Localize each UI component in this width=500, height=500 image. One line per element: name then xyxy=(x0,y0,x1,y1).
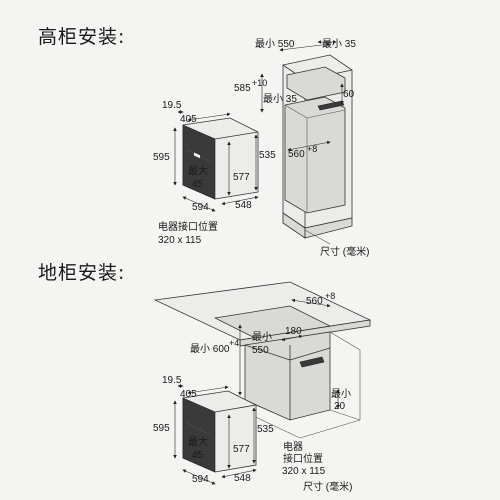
dim-60: 60 xyxy=(343,89,355,100)
tall-dim-595: 595 xyxy=(153,152,170,163)
base-dim-560: 560 xyxy=(306,296,323,307)
tall-max-val: 45 xyxy=(192,179,204,190)
base-unit-note: 尺寸 (毫米) xyxy=(303,480,352,493)
base-dim-595: 595 xyxy=(153,423,170,434)
tall-dim-405: 405 xyxy=(180,114,197,125)
base-dim-577: 577 xyxy=(233,444,250,455)
tall-dim-19-5: 19.5 xyxy=(162,100,182,111)
base-cabinet-dimensions: 560 +8 最小 550 180 最小 600 +4 最小 20 电器 接口位… xyxy=(190,291,352,493)
dim-min35-mid: 最小 35 xyxy=(263,93,297,105)
base-min550-l1: 最小 xyxy=(252,331,272,343)
base-min600: 最小 600 xyxy=(190,343,230,355)
base-min20-l2: 20 xyxy=(334,401,346,412)
dim-560-tol: +8 xyxy=(307,144,317,154)
base-dim-594: 594 xyxy=(192,474,209,485)
base-dim-405: 405 xyxy=(180,389,197,400)
base-max-val: 45 xyxy=(192,450,204,461)
tall-cabinet xyxy=(282,54,353,239)
tall-unit-note: 尺寸 (毫米) xyxy=(320,245,369,258)
base-dim-548: 548 xyxy=(234,473,251,484)
base-socket-l1: 电器 xyxy=(283,440,303,453)
base-min600-tol: +4 xyxy=(229,338,239,348)
dim-min550: 最小 550 xyxy=(255,38,295,50)
dim-585: 585 xyxy=(234,83,251,94)
base-dim-535: 535 xyxy=(257,424,274,435)
dim-560: 560 xyxy=(288,149,305,160)
tall-dim-577: 577 xyxy=(233,172,250,183)
base-dim-180: 180 xyxy=(285,326,302,337)
dim-585-tol: +10 xyxy=(252,78,267,88)
tall-socket-size: 320 x 115 xyxy=(158,235,202,246)
base-min20-l1: 最小 xyxy=(331,388,351,400)
tall-socket-label: 电器接口位置 xyxy=(158,220,218,233)
tall-dim-535: 535 xyxy=(259,150,276,161)
tall-cabinet-dimensions: 最小 550 最小 35 585 +10 最小 35 60 560 +8 尺寸 … xyxy=(234,38,369,258)
dim-min35-top: 最小 35 xyxy=(322,38,356,50)
base-cabinet-heading: 地柜安装: xyxy=(38,262,126,284)
tall-oven: 19.5 405 595 535 577 最大 45 594 548 电器接口位… xyxy=(153,100,276,246)
base-socket-size: 320 x 115 xyxy=(282,466,326,477)
base-dim-560-tol: +8 xyxy=(325,291,335,301)
base-min550-l2: 550 xyxy=(252,345,269,356)
tall-dim-594: 594 xyxy=(192,202,209,213)
base-socket-l2: 接口位置 xyxy=(283,452,323,465)
base-dim-19-5: 19.5 xyxy=(162,375,182,386)
tall-max-label: 最大 xyxy=(188,164,208,177)
base-oven: 19.5 405 595 535 577 最大 45 594 548 xyxy=(153,375,274,485)
tall-cabinet-heading: 高柜安装: xyxy=(38,26,126,48)
tall-dim-548: 548 xyxy=(235,200,252,211)
base-cabinet xyxy=(153,281,372,439)
base-max-label: 最大 xyxy=(188,435,208,448)
